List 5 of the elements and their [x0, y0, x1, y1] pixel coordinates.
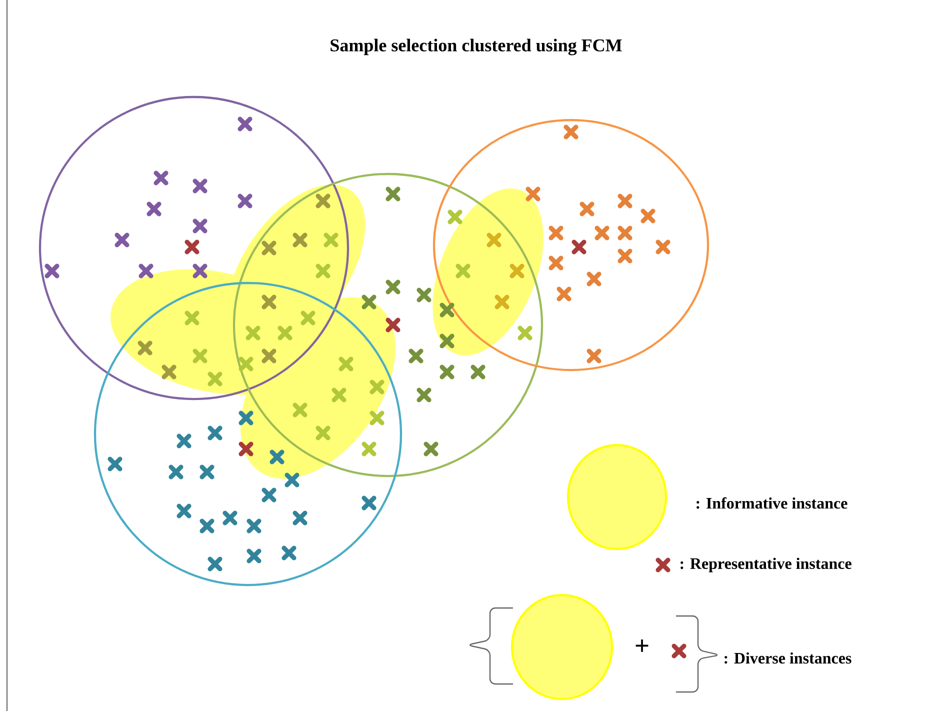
legend-text: : Representative instance [680, 558, 852, 572]
title: Sample selection clustered using FCM [330, 38, 622, 56]
legend-text: : Informative instance [696, 497, 848, 509]
plus-sign: + [636, 639, 648, 652]
legend-text: : Diverse instances [724, 652, 852, 664]
